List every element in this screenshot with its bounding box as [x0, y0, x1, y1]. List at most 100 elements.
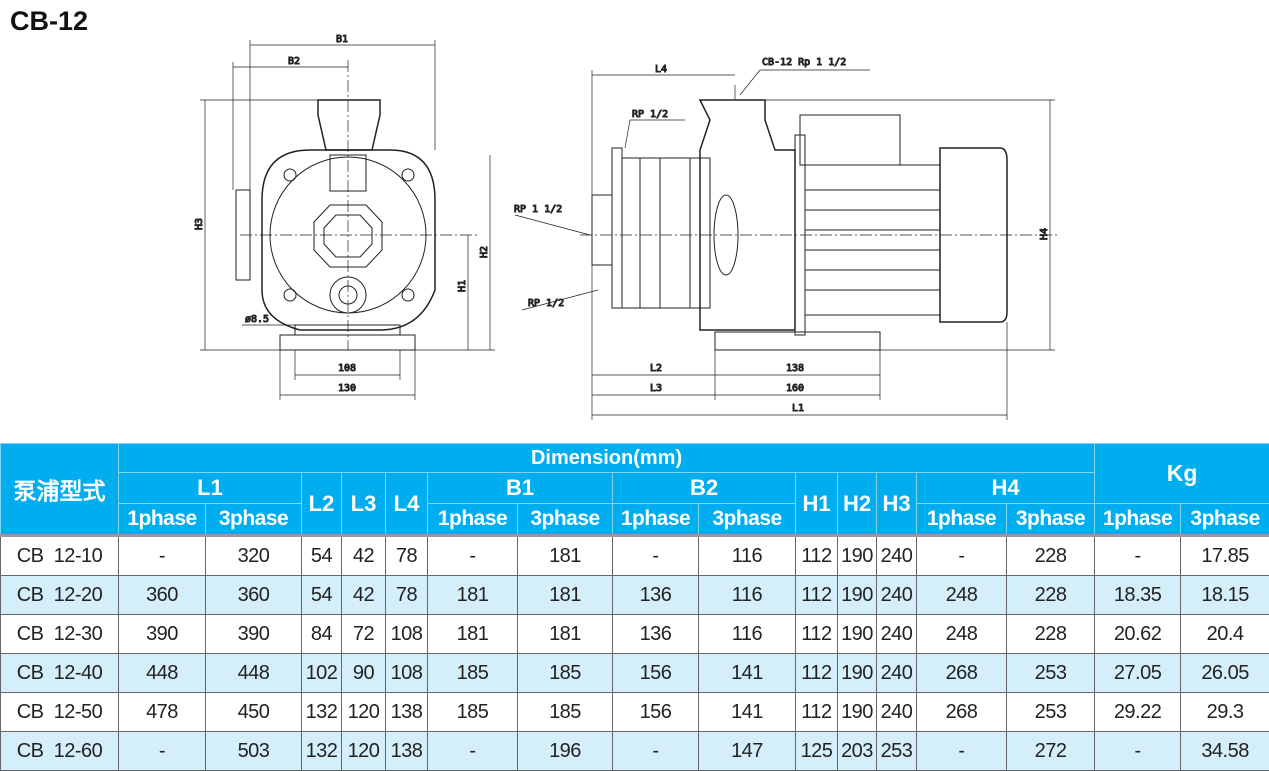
value-cell: 108 — [386, 654, 428, 693]
value-cell: 228 — [1007, 536, 1095, 576]
dim-l1: L1 — [792, 403, 804, 414]
h4-header: H4 — [917, 473, 1095, 504]
l1-header: L1 — [119, 473, 302, 504]
value-cell: 141 — [699, 654, 796, 693]
value-cell: 120 — [342, 732, 386, 771]
side-view: L4 CB-12 Rp 1 1/2 RP 1/2 RP 1 1/2 RP 1/2… — [514, 57, 1060, 420]
dim-h2: H2 — [479, 246, 490, 258]
value-cell: 181 — [428, 615, 518, 654]
model-cell: CB 12-50 — [1, 693, 119, 732]
value-cell: 18.35 — [1095, 576, 1181, 615]
value-cell: 228 — [1007, 576, 1095, 615]
rp-top-label: RP 1/2 — [632, 109, 668, 120]
value-cell: 253 — [1007, 693, 1095, 732]
h1-header: H1 — [796, 473, 838, 536]
b2-1phase-header: 1phase — [613, 504, 699, 536]
value-cell: 203 — [838, 732, 877, 771]
value-cell: 190 — [838, 693, 877, 732]
value-cell: 268 — [917, 654, 1007, 693]
value-cell: 185 — [518, 693, 613, 732]
value-cell: 90 — [342, 654, 386, 693]
value-cell: 54 — [302, 576, 342, 615]
dim-side-base-outer: 160 — [786, 383, 804, 394]
value-cell: - — [428, 536, 518, 576]
value-cell: 116 — [699, 576, 796, 615]
dim-h1: H1 — [457, 280, 468, 292]
value-cell: 132 — [302, 732, 342, 771]
value-cell: 136 — [613, 576, 699, 615]
value-cell: 112 — [796, 536, 838, 576]
value-cell: 268 — [917, 693, 1007, 732]
value-cell: - — [1095, 536, 1181, 576]
value-cell: 147 — [699, 732, 796, 771]
value-cell: 102 — [302, 654, 342, 693]
rp-bottom-label: RP 1/2 — [528, 298, 564, 309]
value-cell: 17.85 — [1181, 536, 1269, 576]
value-cell: - — [428, 732, 518, 771]
value-cell: 185 — [518, 654, 613, 693]
front-view: B1 B2 H3 H2 H1 ø8.5 108 130 — [194, 34, 495, 400]
value-cell: 448 — [206, 654, 302, 693]
value-cell: 112 — [796, 693, 838, 732]
value-cell: 240 — [877, 654, 917, 693]
value-cell: 448 — [119, 654, 206, 693]
value-cell: 240 — [877, 693, 917, 732]
value-cell: 54 — [302, 536, 342, 576]
value-cell: 112 — [796, 615, 838, 654]
value-cell: 478 — [119, 693, 206, 732]
value-cell: 248 — [917, 576, 1007, 615]
value-cell: 84 — [302, 615, 342, 654]
value-cell: 136 — [613, 615, 699, 654]
value-cell: 228 — [1007, 615, 1095, 654]
value-cell: 29.3 — [1181, 693, 1269, 732]
value-cell: 108 — [386, 615, 428, 654]
model-cell: CB 12-10 — [1, 536, 119, 576]
value-cell: 190 — [838, 576, 877, 615]
value-cell: - — [119, 732, 206, 771]
dim-b1: B1 — [336, 34, 348, 45]
model-cell: CB 12-40 — [1, 654, 119, 693]
value-cell: 185 — [428, 654, 518, 693]
value-cell: 320 — [206, 536, 302, 576]
value-cell: - — [613, 732, 699, 771]
dim-hole: ø8.5 — [245, 314, 269, 325]
value-cell: 272 — [1007, 732, 1095, 771]
l2-header: L2 — [302, 473, 342, 536]
b1-header: B1 — [428, 473, 613, 504]
value-cell: 125 — [796, 732, 838, 771]
dim-side-base-inner: 138 — [786, 363, 804, 374]
value-cell: 132 — [302, 693, 342, 732]
value-cell: - — [119, 536, 206, 576]
value-cell: 190 — [838, 536, 877, 576]
outlet-label: CB-12 Rp 1 1/2 — [762, 57, 846, 68]
value-cell: 181 — [428, 576, 518, 615]
h4-3phase-header: 3phase — [1007, 504, 1095, 536]
value-cell: - — [1095, 732, 1181, 771]
dim-base-inner: 108 — [338, 363, 356, 374]
value-cell: 120 — [342, 693, 386, 732]
value-cell: 390 — [119, 615, 206, 654]
model-header: 泵浦型式 — [1, 444, 119, 536]
l1-1phase-header: 1phase — [119, 504, 206, 536]
value-cell: 116 — [699, 615, 796, 654]
dim-l4: L4 — [655, 64, 667, 75]
value-cell: 20.62 — [1095, 615, 1181, 654]
value-cell: 181 — [518, 615, 613, 654]
dim-l2: L2 — [650, 363, 662, 374]
kg-1phase-header: 1phase — [1095, 504, 1181, 536]
kg-3phase-header: 3phase — [1181, 504, 1269, 536]
value-cell: 185 — [428, 693, 518, 732]
value-cell: 18.15 — [1181, 576, 1269, 615]
l3-header: L3 — [342, 473, 386, 536]
value-cell: 112 — [796, 576, 838, 615]
value-cell: 240 — [877, 615, 917, 654]
h3-header: H3 — [877, 473, 917, 536]
value-cell: 196 — [518, 732, 613, 771]
value-cell: 240 — [877, 576, 917, 615]
value-cell: 34.58 — [1181, 732, 1269, 771]
value-cell: 248 — [917, 615, 1007, 654]
value-cell: 42 — [342, 536, 386, 576]
value-cell: 138 — [386, 732, 428, 771]
